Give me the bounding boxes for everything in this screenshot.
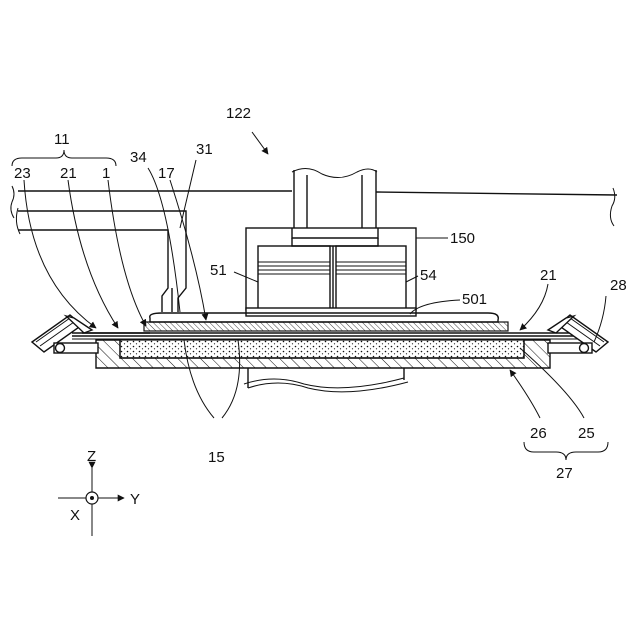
label-1: 1: [102, 165, 110, 182]
label-17: 17: [158, 165, 175, 182]
head-150: [246, 228, 416, 316]
label-25: 25: [578, 425, 595, 442]
label-23: 23: [14, 165, 31, 182]
label-27: 27: [556, 465, 573, 482]
label-11: 11: [54, 131, 70, 148]
label-54: 54: [420, 267, 437, 284]
label-21-left: 21: [60, 165, 77, 182]
label-150: 150: [450, 230, 475, 247]
label-26: 26: [530, 425, 547, 442]
shaft-122: [292, 168, 377, 230]
label-34: 34: [130, 149, 147, 166]
label-15: 15: [208, 449, 225, 466]
axis-label-z: Z: [87, 448, 96, 465]
axis-label-x: X: [70, 507, 80, 524]
label-21-right: 21: [540, 267, 557, 284]
label-31: 31: [196, 141, 213, 158]
right-clamp-28: [548, 315, 608, 353]
label-501: 501: [462, 291, 487, 308]
axis-symbol: [58, 468, 124, 536]
label-122: 122: [226, 105, 251, 122]
axis-label-y: Y: [130, 491, 140, 508]
upper-rail: [11, 186, 617, 226]
label-51: 51: [210, 262, 227, 279]
label-28: 28: [610, 277, 627, 294]
